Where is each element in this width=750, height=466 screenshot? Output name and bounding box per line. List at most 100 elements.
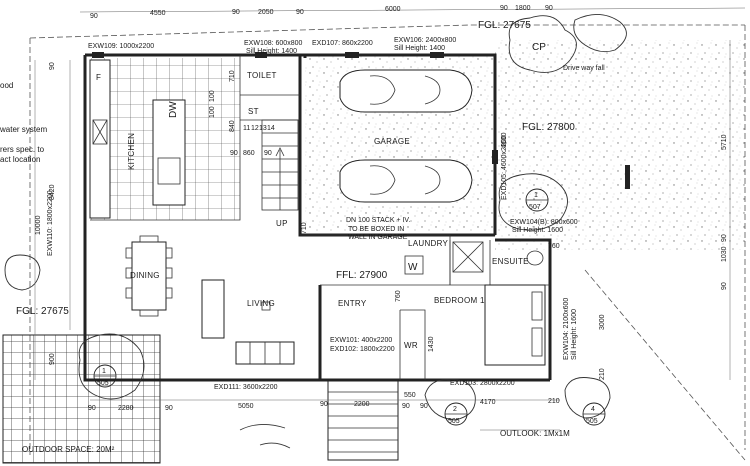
tag-507: 1 507 bbox=[525, 188, 549, 212]
dim-k-5: 860 bbox=[243, 150, 255, 157]
tag-1-top: 1 bbox=[102, 368, 106, 375]
room-fridge: F bbox=[96, 73, 101, 82]
driveway bbox=[495, 40, 745, 250]
dim-l-3: 900 bbox=[49, 353, 56, 365]
bed bbox=[484, 284, 546, 366]
tag-1-bottom: 505 bbox=[97, 380, 109, 387]
dim-s-2: 13 bbox=[259, 125, 267, 132]
dim-top-3: 2050 bbox=[258, 9, 274, 16]
room-bedroom: BEDROOM 1 bbox=[434, 296, 485, 305]
level-fgl-left: FGL: 27675 bbox=[16, 306, 69, 317]
room-entry: ENTRY bbox=[338, 299, 367, 308]
win-exw104b-sill: Sill Height: 1600 bbox=[571, 309, 578, 360]
room-living: LIVING bbox=[247, 299, 275, 308]
level-ffl: FFL: 27900 bbox=[336, 270, 388, 281]
tag-2: 2 505 bbox=[444, 402, 468, 426]
dim-top-8: 90 bbox=[545, 5, 553, 12]
dim-k-2: 840 bbox=[229, 120, 236, 132]
level-fgl-top: FGL: 27675 bbox=[478, 20, 531, 31]
dim-b-4: 90 bbox=[320, 401, 328, 408]
dim-b-7: 90 bbox=[402, 403, 410, 410]
note-left1: ood bbox=[0, 81, 13, 90]
win-exw104b: EXW104: 2100x600 bbox=[563, 298, 570, 360]
room-dining: DINING bbox=[130, 271, 160, 280]
tag-4-bottom: 505 bbox=[586, 418, 598, 425]
dim-top-5: 6000 bbox=[385, 6, 401, 13]
garage-cars bbox=[339, 69, 473, 203]
tag-4-top: 4 bbox=[591, 406, 595, 413]
dim-b-0: 90 bbox=[88, 405, 96, 412]
room-cp: CP bbox=[532, 42, 546, 53]
living-furniture bbox=[201, 279, 295, 365]
room-st: ST bbox=[248, 107, 259, 116]
win-exw104-sill: Sill Height: 1600 bbox=[512, 227, 563, 234]
note-left4: act location bbox=[0, 155, 40, 164]
dim-top-6: 90 bbox=[500, 5, 508, 12]
note-outlook: OUTLOOK: 1Mx1M bbox=[500, 429, 570, 438]
note-outdoor: OUTDOOR SPACE: 20M² bbox=[22, 445, 115, 454]
dim-s-0: 11 bbox=[243, 125, 250, 132]
dim-b-1: 2280 bbox=[118, 405, 134, 412]
dim-b-3: 5050 bbox=[238, 403, 254, 410]
win-exw108-sill: Sill Height: 1400 bbox=[246, 48, 297, 55]
dim-s-3: 14 bbox=[267, 125, 275, 132]
dim-l-0: 8420 bbox=[49, 184, 56, 200]
dim-b-9: 4170 bbox=[480, 399, 496, 406]
room-toilet: TOILET bbox=[247, 71, 277, 80]
dim-m-2: 1430 bbox=[428, 336, 435, 352]
win-exd111: EXD111: 3600x2200 bbox=[214, 384, 278, 391]
dim-b-2: 90 bbox=[165, 405, 173, 412]
dim-k-6: 90 bbox=[264, 150, 272, 157]
room-up: UP bbox=[276, 219, 288, 228]
outdoor-deck bbox=[2, 334, 161, 464]
dimension-lines bbox=[34, 7, 746, 431]
dim-b-6: 550 bbox=[404, 392, 416, 399]
note-driveway: Drive way fall bbox=[563, 65, 605, 72]
note-boxed1: TO BE BOXED IN bbox=[348, 226, 404, 233]
note-boxed2: WALL IN GARAGE bbox=[348, 234, 408, 241]
room-washer: W bbox=[408, 262, 418, 273]
win-exw101: EXW101: 400x2200 bbox=[330, 337, 392, 344]
room-dw: DW bbox=[168, 101, 179, 118]
dim-m-0: 760 bbox=[395, 290, 402, 302]
win-exd105: EXD105: 4600x2200 bbox=[501, 135, 508, 200]
win-exw104: EXW104(B): 800x600 bbox=[510, 219, 578, 226]
dim-r-3: 90 bbox=[721, 234, 728, 242]
tag-507-top: 1 bbox=[534, 192, 538, 199]
note-left3: rers spec. to bbox=[0, 145, 45, 154]
note-left2: water system bbox=[0, 125, 47, 134]
dining-table bbox=[125, 235, 173, 317]
win-exd107: EXD107: 860x2200 bbox=[312, 40, 373, 47]
window-marks bbox=[92, 52, 498, 164]
dim-top-0: 90 bbox=[90, 13, 98, 20]
room-ensuite: ENSUITE bbox=[492, 257, 529, 266]
stairs bbox=[261, 119, 299, 211]
tag-2-top: 2 bbox=[453, 406, 457, 413]
dim-top-2: 90 bbox=[232, 9, 240, 16]
dim-k-1: 100 bbox=[209, 106, 216, 118]
win-exw106-sill: Sill Height: 1400 bbox=[394, 45, 445, 52]
win-exw109: EXW109: 1000x2200 bbox=[88, 43, 154, 50]
dim-top-7: 1800 bbox=[515, 5, 531, 12]
dim-b-8: 90 bbox=[420, 403, 428, 410]
dim-top-4: 90 bbox=[296, 9, 304, 16]
tag-507-bottom: 507 bbox=[529, 204, 541, 211]
driveway-marker bbox=[625, 165, 630, 189]
tag-1: 1 505 bbox=[93, 364, 117, 388]
win-exw106: EXW106: 2400x800 bbox=[394, 37, 456, 44]
win-exw110: EXW110: 1800x2200 bbox=[47, 190, 54, 256]
level-fgl-drive: FGL: 27800 bbox=[522, 122, 575, 133]
dim-k-3: 90 bbox=[230, 150, 238, 157]
room-garage: GARAGE bbox=[374, 137, 410, 146]
room-laundry: LAUNDRY bbox=[408, 239, 449, 248]
walls bbox=[83, 53, 552, 382]
dim-r-6: 210 bbox=[599, 368, 606, 380]
dim-r-2: 1030 bbox=[721, 246, 728, 262]
dim-b-5: 2200 bbox=[354, 401, 370, 408]
dim-s-1: 12 bbox=[251, 125, 259, 132]
dim-r-4: 90 bbox=[721, 282, 728, 290]
dim-r-5: 3000 bbox=[599, 314, 606, 330]
dim-m-1: 760 bbox=[548, 243, 560, 250]
dim-b-10: 210 bbox=[548, 398, 560, 405]
